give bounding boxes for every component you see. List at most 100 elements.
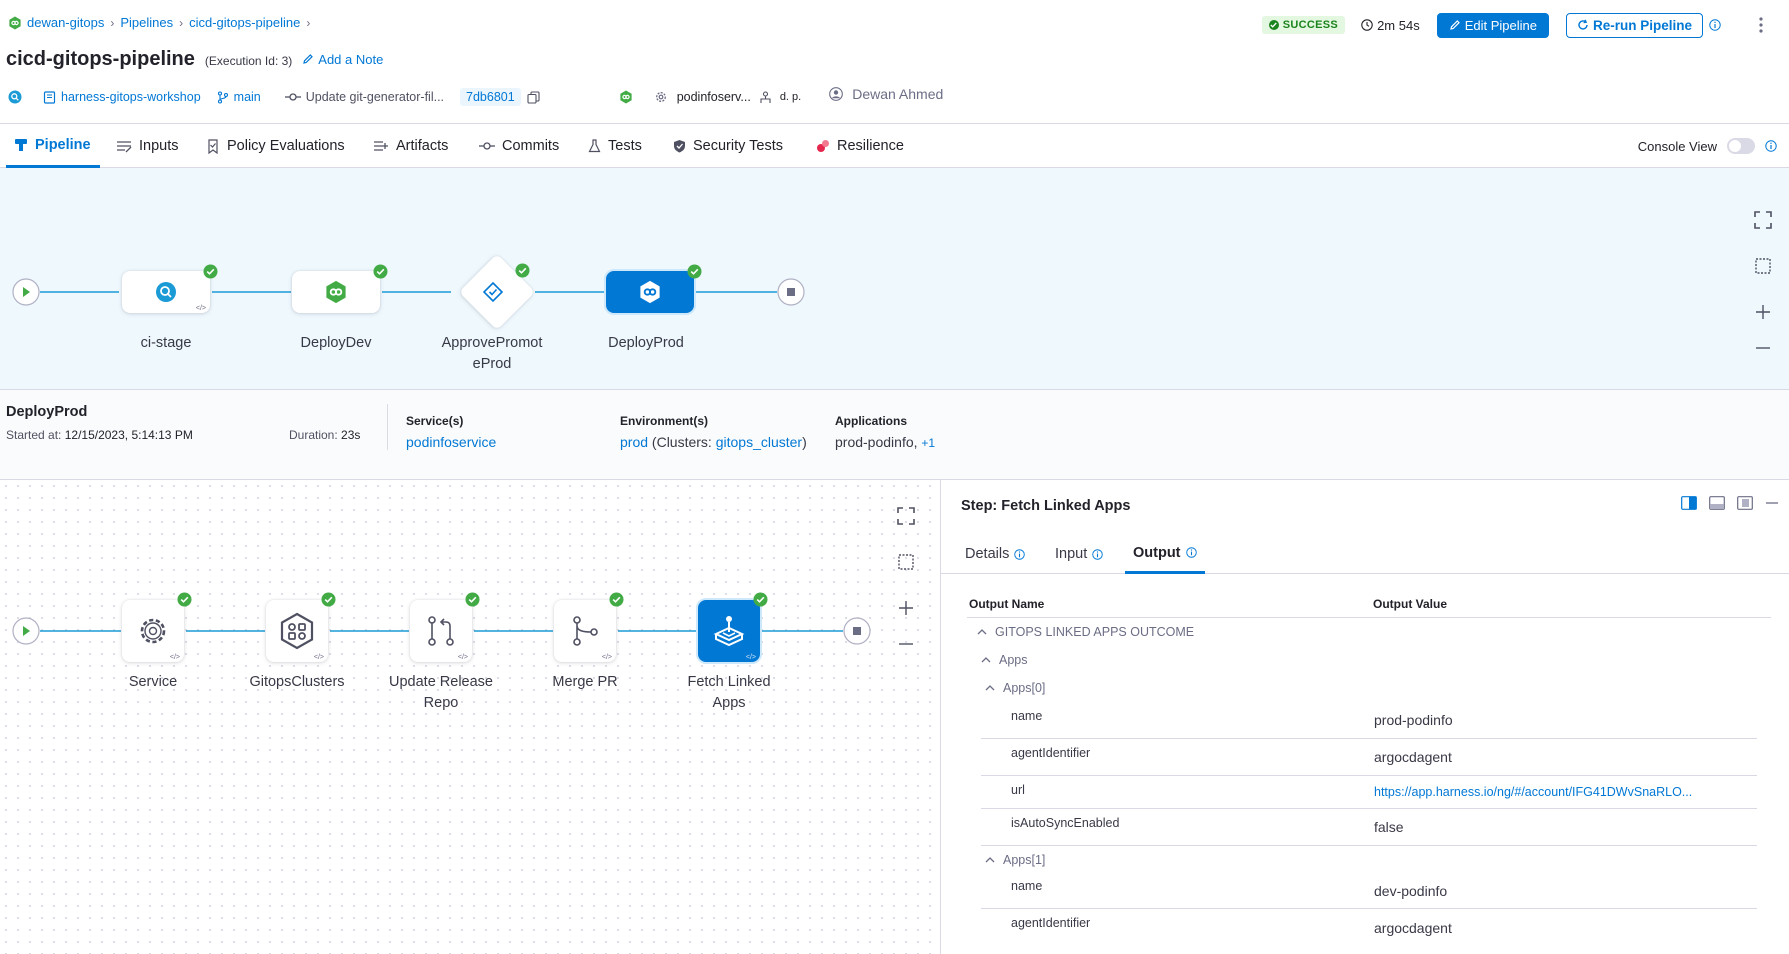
repo-link[interactable]: harness-gitops-workshop — [43, 90, 201, 104]
tab-resilience[interactable]: Resilience — [816, 124, 904, 168]
chevron-up-icon — [977, 629, 987, 635]
branch-link[interactable]: main — [217, 90, 261, 104]
minus-icon — [1756, 347, 1770, 349]
stage-node-deploy-prod[interactable] — [606, 271, 694, 313]
step-graph: </> Service </> GitopsClusters </> Updat… — [0, 480, 941, 954]
info-icon[interactable] — [1765, 140, 1777, 152]
check-circle-icon — [1268, 20, 1279, 30]
stage-node-deploy-dev[interactable] — [292, 271, 380, 313]
apps1-group-row[interactable]: Apps[1] — [985, 846, 1789, 874]
apps-group-row[interactable]: Apps — [981, 646, 1785, 674]
apps1-label: Apps[1] — [1003, 853, 1046, 867]
plus-icon — [1756, 305, 1770, 319]
select-area-button[interactable] — [1745, 248, 1781, 284]
step-success-icon — [177, 592, 192, 607]
tab-commits[interactable]: Commits — [479, 124, 559, 168]
step-label-line: Repo — [423, 695, 459, 711]
step-node-gitops-clusters[interactable]: </> — [266, 600, 328, 662]
pipeline-icon — [15, 138, 27, 151]
shield-icon — [674, 140, 685, 153]
more-applications-link[interactable]: +1 — [921, 436, 936, 450]
layout-float-icon[interactable] — [1737, 496, 1753, 510]
commit-sha: 7db6801 — [466, 90, 515, 104]
marquee-icon — [898, 554, 914, 570]
gitops-icon — [326, 280, 346, 304]
tab-security-tests[interactable]: Security Tests — [673, 124, 783, 168]
output-url-link[interactable]: https://app.harness.io/ng/#/account/IFG4… — [1374, 785, 1693, 799]
apps0-group-row[interactable]: Apps[0] — [985, 674, 1789, 702]
breadcrumb-pipeline[interactable]: cicd-gitops-pipeline — [189, 15, 301, 30]
step-details-panel: Step: Fetch Linked Apps Details Input Ou… — [941, 480, 1789, 954]
rerun-pipeline-button[interactable]: Re-run Pipeline — [1565, 12, 1703, 38]
tab-details[interactable]: Details — [965, 534, 1026, 574]
more-options-icon[interactable] — [1759, 17, 1763, 33]
step-start-node — [12, 617, 40, 645]
code-icon: </> — [313, 654, 324, 661]
step-node-update-release-repo[interactable]: </> — [410, 600, 472, 662]
info-icon[interactable] — [1709, 19, 1721, 31]
stage-label-approval: ApprovePromot eProd — [432, 333, 552, 375]
layout-bottom-icon[interactable] — [1709, 496, 1725, 510]
edit-pipeline-button[interactable]: Edit Pipeline — [1436, 12, 1549, 38]
stage-node-ci[interactable]: </> — [122, 271, 210, 313]
zoom-in-button[interactable] — [1745, 294, 1781, 330]
layout-right-icon[interactable] — [1681, 496, 1697, 510]
fit-screen-button[interactable] — [888, 498, 924, 534]
commit-icon — [284, 93, 301, 101]
step-details-tabs: Details Input Output — [941, 534, 1789, 574]
merge-icon — [573, 616, 598, 646]
resilience-icon — [817, 140, 829, 152]
execution-meta: harness-gitops-workshop main Update git-… — [8, 86, 959, 106]
output-key: agentIdentifier — [1011, 916, 1091, 930]
environments-label: Environment(s) — [620, 414, 709, 428]
tab-artifacts[interactable]: Artifacts — [373, 124, 448, 168]
environment-link[interactable]: prod — [620, 434, 649, 450]
zoom-out-button[interactable] — [888, 626, 924, 662]
execution-id: (Execution Id: 3) — [204, 54, 293, 68]
status-badge: SUCCESS — [1261, 16, 1346, 34]
step-label-gitops-clusters: GitopsClusters — [249, 674, 345, 690]
tab-tests[interactable]: Tests — [588, 124, 642, 168]
add-note-link[interactable]: Add a Note — [302, 52, 383, 67]
breadcrumb-pipelines[interactable]: Pipelines — [120, 15, 174, 30]
clock-icon — [1361, 19, 1373, 31]
step-node-service[interactable]: </> — [122, 600, 184, 662]
tab-pipeline[interactable]: Pipeline — [6, 124, 100, 168]
apps0-label: Apps[0] — [1003, 681, 1046, 695]
copy-icon[interactable] — [527, 90, 540, 104]
fit-screen-button[interactable] — [1745, 202, 1781, 238]
info-icon — [1092, 548, 1103, 560]
service-link[interactable]: podinfoservice — [406, 434, 497, 450]
tab-label: Details — [965, 546, 1010, 562]
tab-label: Pipeline — [35, 136, 91, 153]
output-key: name — [1011, 879, 1043, 893]
output-key: name — [1011, 709, 1043, 723]
step-node-merge-pr[interactable]: </> — [554, 600, 616, 662]
minimize-icon[interactable] — [1765, 496, 1779, 510]
commit-sha-link[interactable]: 7db6801 — [460, 88, 521, 106]
tab-input[interactable]: Input — [1055, 534, 1103, 574]
tab-policy-evaluations[interactable]: Policy Evaluations — [206, 124, 345, 168]
zoom-out-button[interactable] — [1745, 330, 1781, 366]
tab-inputs[interactable]: Inputs — [116, 124, 179, 168]
duration-value: 23s — [341, 428, 361, 442]
apps-label: Apps — [999, 653, 1028, 667]
status-text: SUCCESS — [1282, 19, 1339, 31]
chevron-right-icon: › — [110, 15, 115, 30]
console-view-toggle[interactable] — [1727, 138, 1755, 154]
step-node-fetch-linked-apps[interactable]: </> — [698, 600, 760, 662]
cluster-link[interactable]: gitops_cluster — [715, 434, 803, 450]
stage-label-deploy-dev: DeployDev — [300, 335, 372, 351]
breadcrumb-org[interactable]: dewan-gitops — [27, 15, 105, 30]
stage-timing: Started at: 12/15/2023, 5:14:13 PM Durat… — [6, 428, 376, 442]
select-area-button[interactable] — [888, 544, 924, 580]
flask-icon — [588, 139, 601, 153]
info-icon — [1185, 547, 1197, 558]
tab-output[interactable]: Output — [1125, 534, 1205, 574]
started-value: 12/15/2023, 5:14:13 PM — [64, 428, 193, 442]
step-success-icon — [609, 592, 624, 607]
zoom-in-button[interactable] — [888, 590, 924, 626]
outcome-group-row[interactable]: GITOPS LINKED APPS OUTCOME — [977, 618, 1781, 646]
output-key: isAutoSyncEnabled — [1011, 816, 1120, 830]
duration-text: 2m 54s — [1377, 17, 1420, 33]
